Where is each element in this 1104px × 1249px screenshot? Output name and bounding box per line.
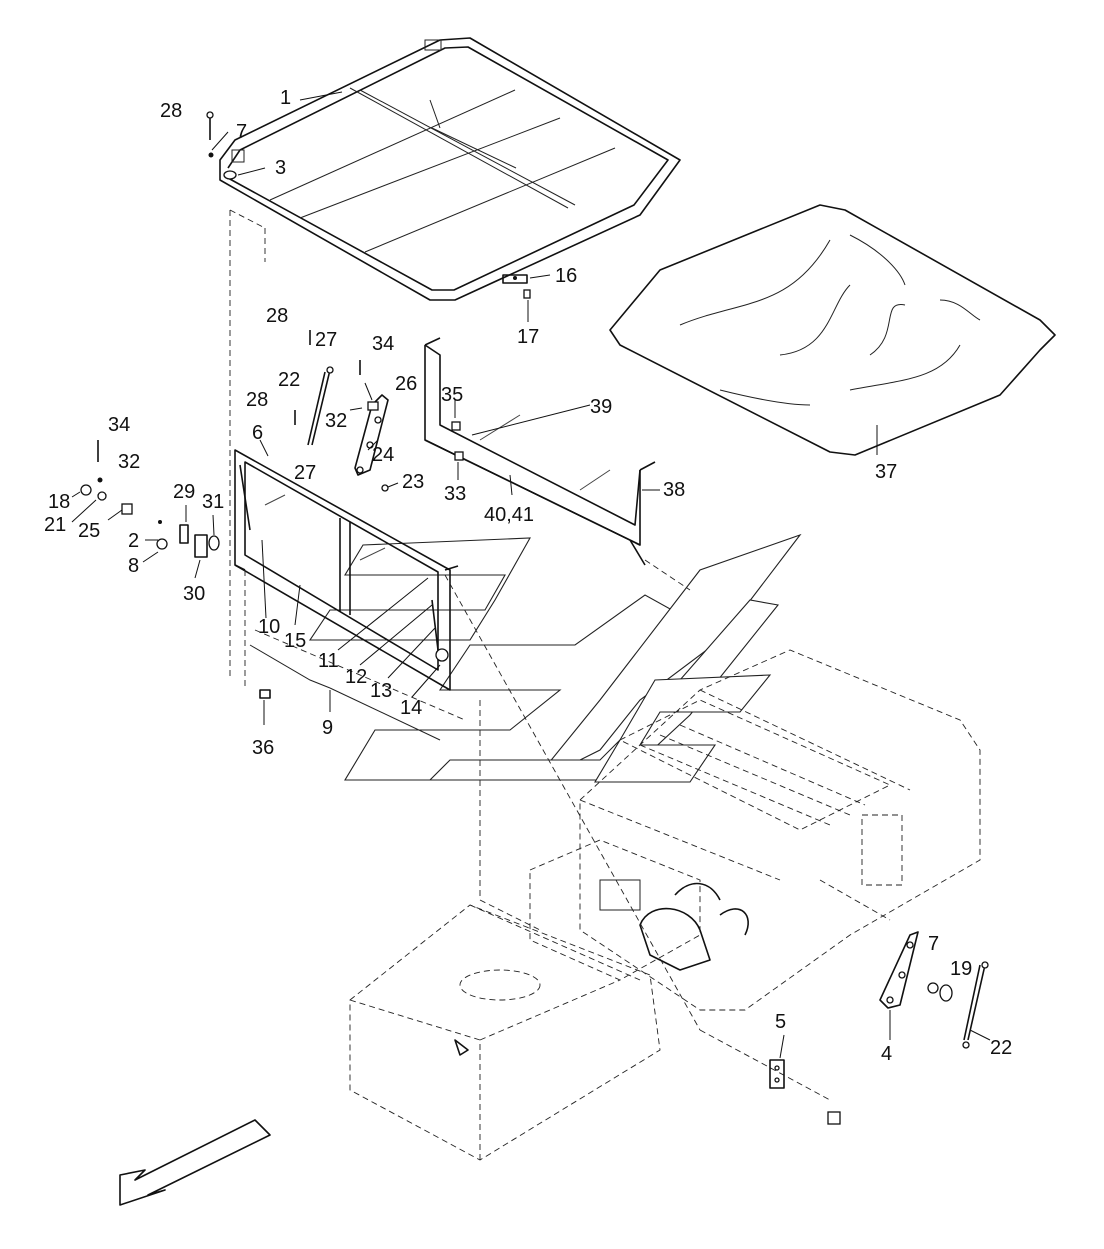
callout-36: 36 [252, 737, 274, 759]
callout-27-b: 27 [294, 462, 316, 484]
gas-strut-upper [294, 330, 361, 446]
callout-28-a: 28 [160, 100, 182, 122]
callout-21: 21 [44, 514, 66, 536]
callout-27-a: 27 [315, 329, 337, 351]
callout-13: 13 [370, 680, 392, 702]
hinge-hardware [80, 440, 220, 558]
callout-32-b: 32 [118, 451, 140, 473]
callout-34-a: 34 [372, 333, 394, 355]
latch-on-chassis [454, 1039, 469, 1056]
callout-22-a: 22 [278, 369, 300, 391]
bracket-4 [879, 931, 953, 1009]
roof-frame [219, 37, 681, 301]
callout-19: 19 [950, 958, 972, 980]
callout-9: 9 [322, 717, 333, 739]
callout-32-a: 32 [325, 410, 347, 432]
callout-7-b: 7 [928, 933, 939, 955]
callout-4: 4 [881, 1043, 892, 1065]
callout-22-b: 22 [990, 1037, 1012, 1059]
callout-17: 17 [517, 326, 539, 348]
latch-16 [502, 274, 531, 299]
callout-10: 10 [258, 616, 280, 638]
floor-mat [609, 204, 1056, 456]
leader-lines [71, 91, 991, 1059]
dashed-connector-lines [444, 574, 891, 1101]
callout-28-b: 28 [266, 305, 288, 327]
callout-37: 37 [875, 461, 897, 483]
callout-29: 29 [173, 481, 195, 503]
callout-12: 12 [345, 666, 367, 688]
cab-chassis [349, 649, 981, 1161]
callout-14: 14 [400, 697, 422, 719]
callout-24: 24 [372, 444, 394, 466]
callout-23: 23 [402, 471, 424, 493]
callout-1: 1 [280, 87, 291, 109]
callout-3: 3 [275, 157, 286, 179]
operator-seat [639, 882, 749, 971]
watermark-logo [308, 533, 802, 783]
callout-8: 8 [128, 555, 139, 577]
callout-5: 5 [775, 1011, 786, 1033]
callout-18: 18 [48, 491, 70, 513]
bracket-24 [354, 394, 389, 492]
callout-34-b: 34 [108, 414, 130, 436]
callout-25: 25 [78, 520, 100, 542]
callout-labels: 1 28 7 3 16 17 28 27 34 22 26 35 28 32 3… [44, 87, 1012, 1065]
callout-30: 30 [183, 583, 205, 605]
callout-40-41: 40,41 [484, 504, 534, 526]
callout-26: 26 [395, 373, 417, 395]
callout-39: 39 [590, 396, 612, 418]
callout-11: 11 [318, 650, 339, 672]
direction-arrow [119, 1119, 271, 1206]
gas-strut-lower [962, 961, 989, 1049]
callout-16: 16 [555, 265, 577, 287]
callout-6: 6 [252, 422, 263, 444]
callout-7-a: 7 [236, 121, 247, 143]
bolt-36 [259, 689, 271, 699]
callout-38: 38 [663, 479, 685, 501]
callout-33: 33 [444, 483, 466, 505]
callout-15: 15 [284, 630, 306, 652]
callout-28-c: 28 [246, 389, 268, 411]
pin-28-top [206, 111, 237, 180]
callout-2: 2 [128, 530, 139, 552]
hinge-5 [769, 1059, 841, 1125]
callout-31: 31 [202, 491, 224, 513]
front-window-frame [234, 449, 459, 691]
callout-35: 35 [441, 384, 463, 406]
